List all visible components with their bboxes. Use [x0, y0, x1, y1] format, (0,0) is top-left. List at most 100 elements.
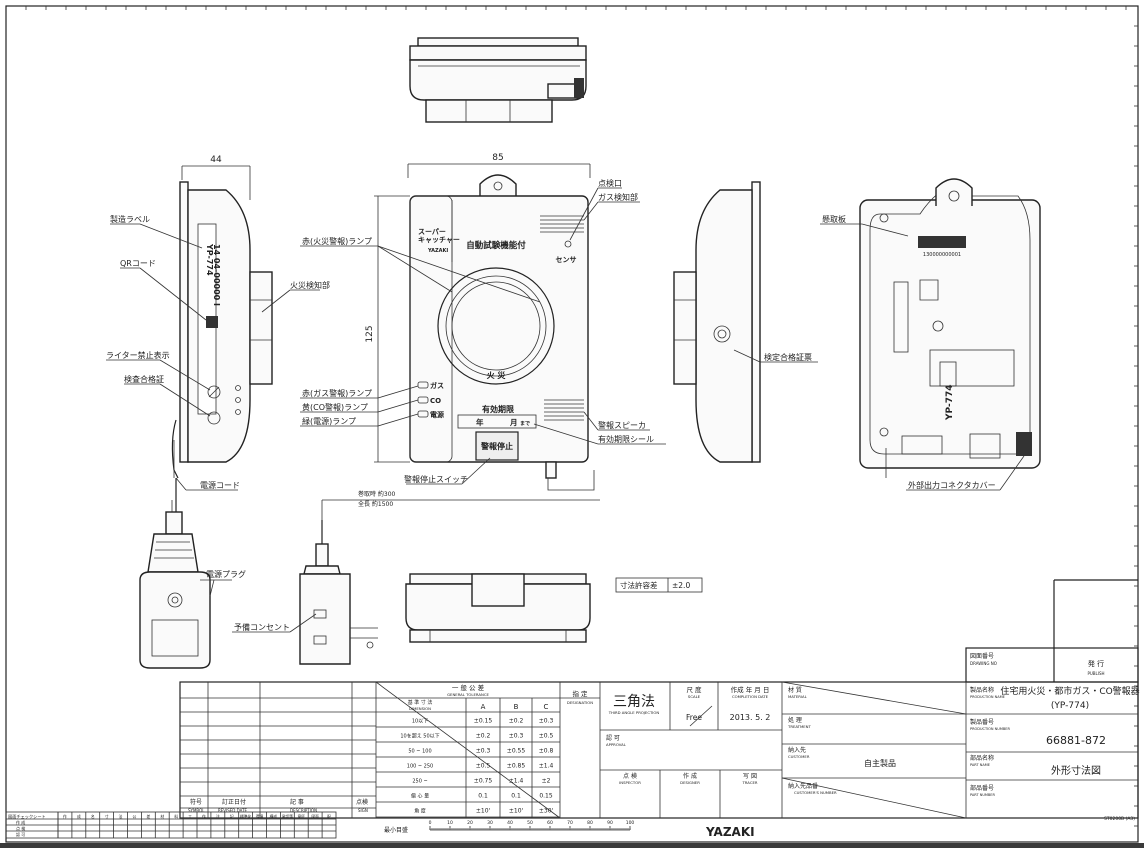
check-col-label: 環境: [256, 814, 264, 819]
check-col-label: 構成: [270, 814, 278, 819]
tol-a: ±0.75: [474, 778, 493, 785]
left-callouts: 製造ラベル QRコード 火災検知部 ライター禁止表示 検査合格証 電源コード: [106, 214, 330, 491]
rev-sign: 点検: [356, 798, 368, 806]
expiry-year: 年: [476, 417, 484, 427]
part-no-en: PART NUMBER: [970, 793, 996, 797]
tol-c: 0.15: [539, 793, 553, 800]
checklist-title: 図面チェックシート: [8, 814, 46, 820]
scale-tick-label: 40: [507, 820, 513, 826]
tol-range: 100 ~ 250: [407, 764, 433, 770]
tol-range: 偏 心 量: [411, 793, 429, 800]
callout-yellow-co-lamp: 黄(CO警報)ランプ: [302, 402, 368, 412]
check-col-label: 作: [202, 814, 206, 819]
feature-label: 自動試験機能付: [466, 240, 526, 251]
barcode: [918, 236, 966, 248]
drawing-no-en: DRAWING NO: [970, 661, 997, 666]
callout-speaker: 警報スピーカ: [598, 420, 646, 430]
right-side-view: 検定合格証票: [673, 181, 818, 463]
callout-inspection: 検査合格証: [124, 374, 164, 384]
callout-expiry-seal: 有効期限シール: [598, 434, 654, 444]
fire-text: 火 災: [487, 371, 507, 380]
brand-line2: キャッチャー: [418, 236, 460, 244]
tol-b: ±0.2: [509, 718, 524, 725]
dim-height: 125: [365, 325, 375, 342]
tol-a: ±0.15: [474, 718, 493, 725]
callout-mfg-label: 製造ラベル: [110, 214, 150, 224]
customer-label: 納入先: [788, 746, 806, 754]
bottom-view: [405, 573, 591, 643]
tol-a: ±0.5: [476, 763, 491, 770]
scale-label: 尺 度: [686, 685, 702, 694]
product-no-en: PRODUCTION NUMBER: [970, 727, 1010, 731]
brand-line1: スーパー: [418, 227, 446, 236]
tol-designation: 指 定: [572, 689, 588, 698]
back-view: 130000000001 YP-774 懸取板 外部出力コネクタカバー: [820, 178, 1041, 491]
tol-col-head-en: DIMENSION: [409, 706, 431, 711]
scale-tick-label: 70: [567, 820, 573, 826]
tol-col-a: A: [481, 703, 486, 711]
dim-cord-total: 全長 約1500: [358, 500, 393, 508]
date-en: COMPLETION DATE: [732, 694, 769, 699]
part-name: 外形寸法図: [1051, 764, 1101, 777]
tol-col-c: C: [544, 703, 549, 711]
tol-c: ±0.3: [539, 718, 554, 725]
scale-bar-label: 最小目盛: [384, 826, 408, 834]
front-view: 85 125 スーパー キャッチャー YAZAKI 自動試験機能付 センサ 火 …: [365, 153, 591, 479]
rev-date: 訂正日付: [222, 798, 246, 806]
dim-depth: 44: [210, 155, 222, 165]
check-col-label: 承認等: [282, 814, 294, 819]
scale-tick-label: 90: [607, 820, 613, 826]
scale-en: SCALE: [688, 694, 701, 699]
gas-lamp: [417, 381, 429, 389]
lamp-co-label: CO: [430, 397, 441, 405]
tol-c: ±0.8: [539, 748, 554, 755]
check-col-label: 注: [216, 814, 220, 819]
tol-a: ±10': [476, 808, 491, 815]
tol-range: 角 度: [414, 808, 426, 815]
scale-tick-label: 20: [467, 820, 473, 826]
tol-a: ±0.2: [476, 733, 491, 740]
check-col-label: 図面: [311, 814, 319, 819]
tol-c: ±2: [542, 778, 551, 785]
tol-range: 10以下: [412, 719, 428, 725]
material-label: 材 質: [788, 686, 802, 694]
check-rows: 作 成点 検認 可: [16, 819, 25, 837]
scale-tick-label: 30: [487, 820, 493, 826]
check-col-label: 配: [327, 814, 331, 819]
tol-c: ±30': [539, 808, 554, 815]
customer-en: CUSTOMER: [788, 754, 810, 759]
tolerance-label: 寸法許容差: [620, 580, 658, 590]
date-value: 2013. 5. 2: [730, 713, 771, 722]
rev-desc-en: DESCRIPTION: [290, 808, 317, 813]
title-block: 図面番号 DRAWING NO 発 行 PUBLISH 符号 SYMBOL 訂正…: [5, 579, 1140, 839]
product-name-label: 製品名称: [970, 686, 994, 694]
check-col-label: 意匠: [297, 814, 305, 819]
tol-col-b: B: [514, 703, 519, 711]
tol-range: 10を超え 50以下: [400, 733, 439, 740]
general-tolerance-note: 寸法許容差 ±2.0: [615, 577, 703, 593]
callout-cert-label: 検定合格証票: [764, 352, 812, 362]
callout-spare-outlet: 予備コンセント: [234, 622, 290, 632]
product-info: 製品名称 PRODUCTION NAME 住宅用火災・都市ガス・CO警報器 (Y…: [966, 685, 1140, 797]
product-no: 66881-872: [1046, 734, 1106, 747]
sensor-label: センサ: [556, 256, 577, 264]
dim-width: 85: [492, 153, 503, 163]
callout-stop-switch: 警報停止スイッチ: [404, 474, 468, 484]
check-col-label: 記: [230, 814, 234, 819]
cust-no-en: CUSTOMER'S NUMBER: [794, 790, 837, 795]
top-view: [409, 37, 587, 123]
check-col-label: 成: [77, 814, 81, 819]
lamp-gas-label: ガス: [430, 381, 444, 390]
callout-power-cord: 電源コード: [200, 481, 240, 490]
company-logo: YAZAKI: [705, 825, 755, 839]
check-row-label: 点 検: [16, 825, 25, 831]
material-en: MATERIAL: [788, 694, 808, 699]
side-model-label: YP-774: [205, 243, 214, 276]
designer-en: DESIGNER: [680, 780, 700, 785]
barcode-number: 130000000001: [923, 252, 961, 258]
check-row-label: 作 成: [16, 819, 25, 825]
product-no-label: 製品番号: [970, 718, 994, 726]
check-col-label: 材: [160, 814, 164, 819]
